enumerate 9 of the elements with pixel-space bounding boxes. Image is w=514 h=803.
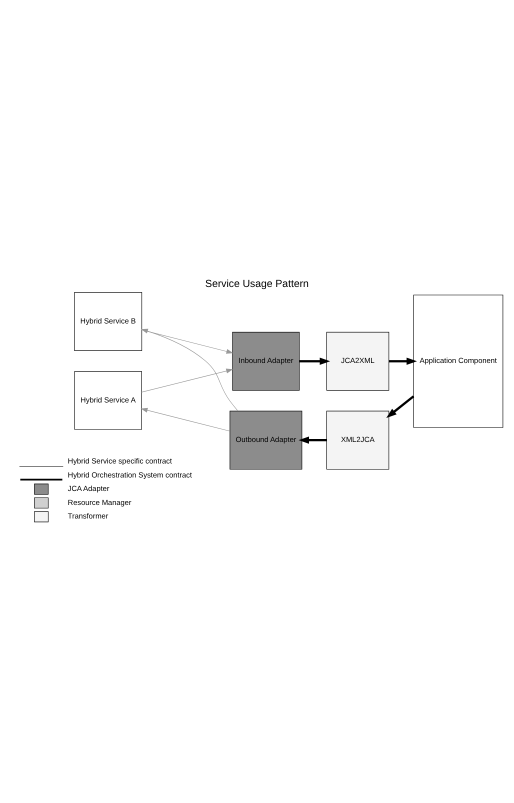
arrow: [300, 357, 330, 364]
arrow: [141, 328, 238, 411]
arrow: [386, 394, 414, 418]
arrow: [388, 357, 417, 364]
arrow: [141, 368, 234, 392]
arrow: [142, 329, 234, 354]
diagram-title: Service Usage Pattern: [205, 278, 309, 290]
arrow: [140, 407, 230, 431]
arrow: [298, 436, 327, 444]
